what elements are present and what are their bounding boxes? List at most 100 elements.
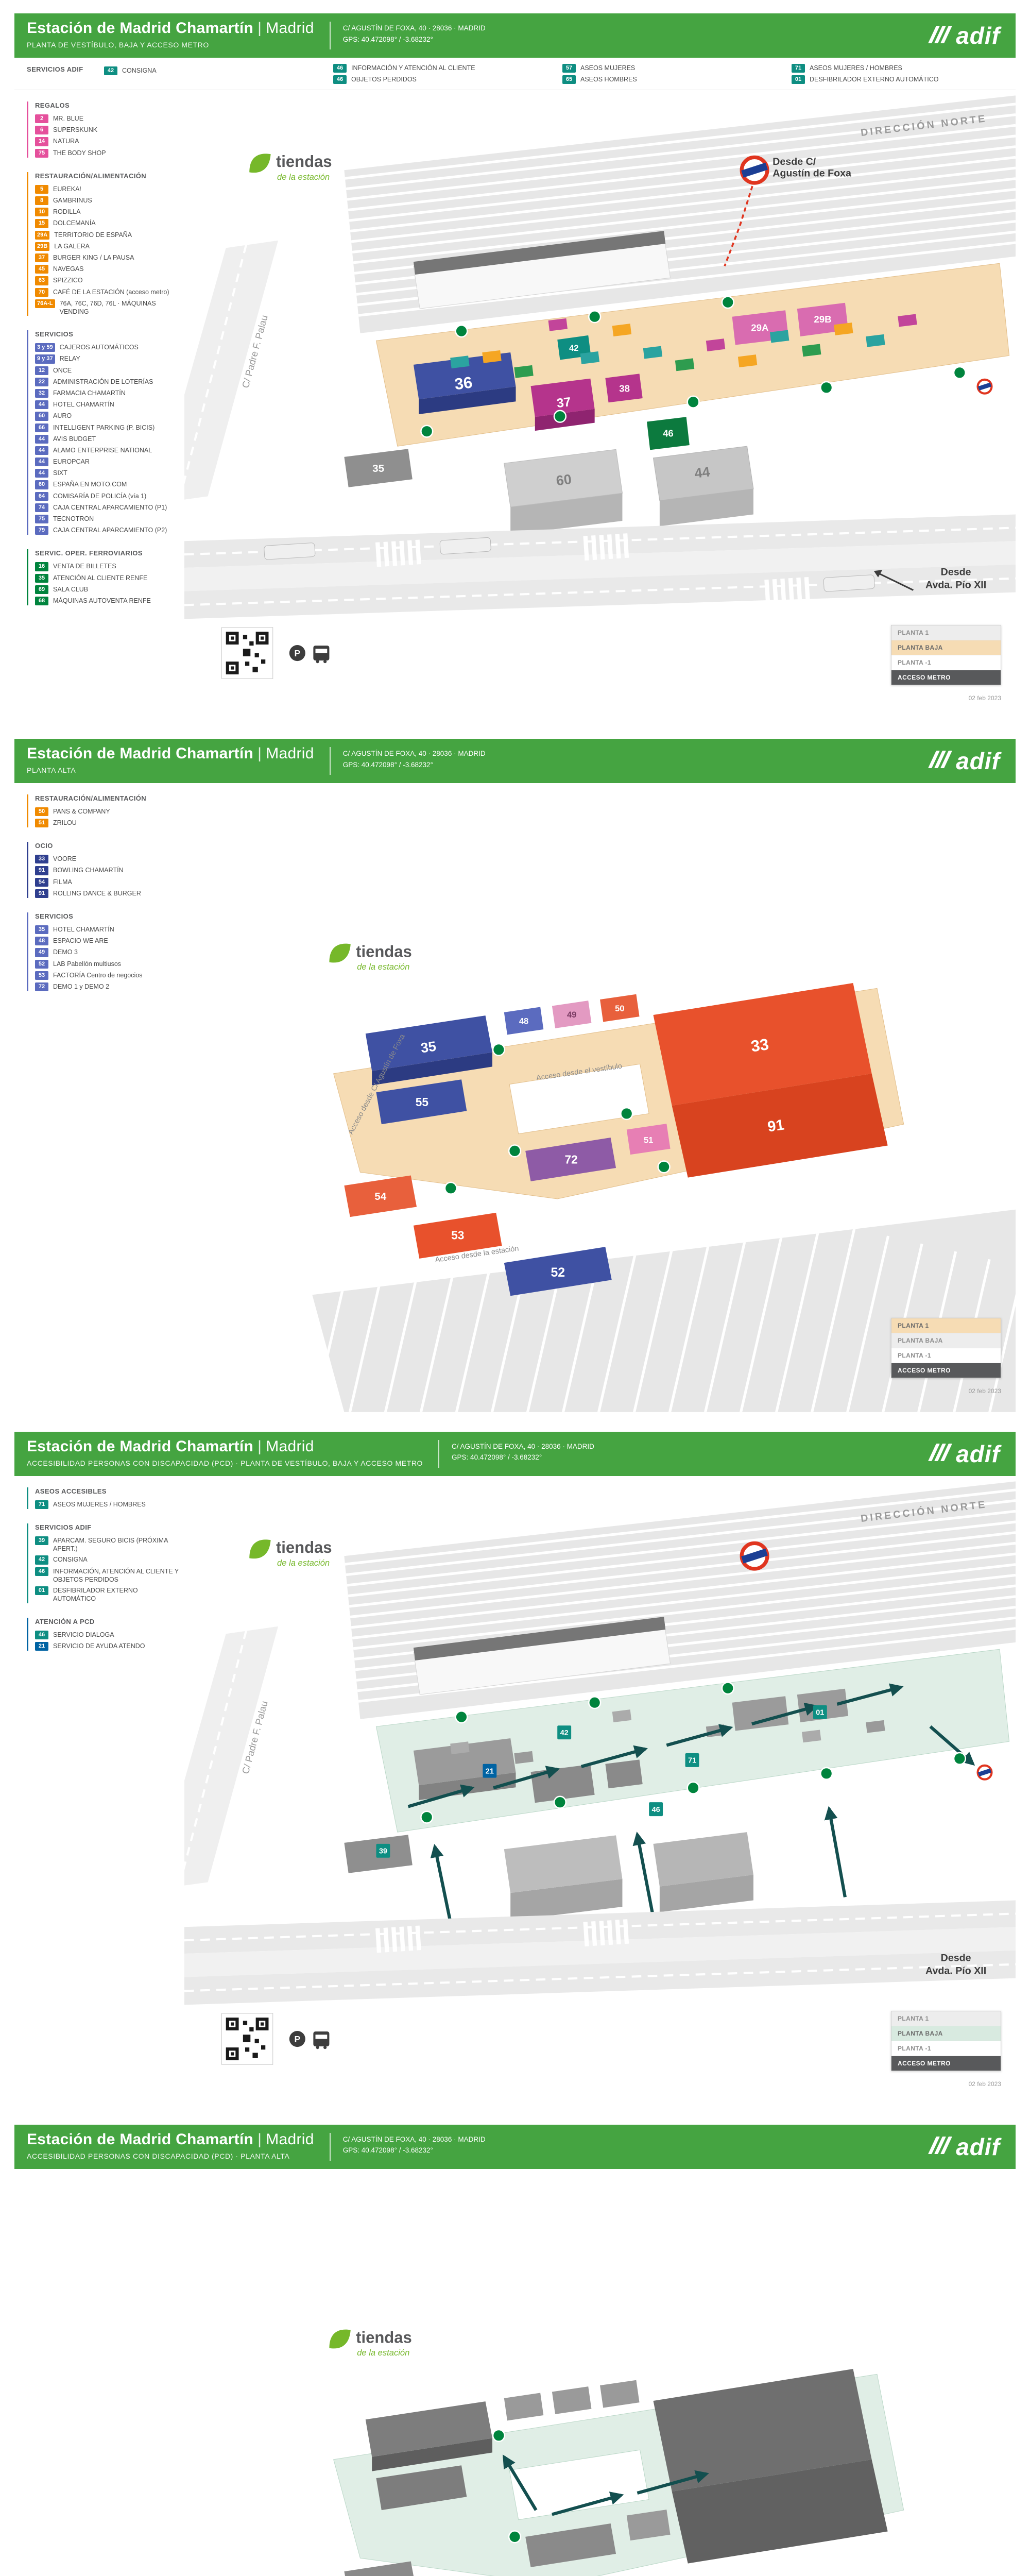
header-address: C/ AGUSTÍN DE FOXA, 40 · 28036 · MADRID … — [442, 1432, 606, 1476]
floor-row[interactable]: ACCESO METRO — [891, 2056, 1001, 2071]
svg-text:29A: 29A — [751, 323, 768, 333]
panel-header: Estación de Madrid Chamartín|Madrid ACCE… — [14, 2124, 1016, 2169]
page-subtitle: ACCESIBILIDAD PERSONAS CON DISCAPACIDAD … — [27, 1459, 423, 1467]
adif-logo: adif — [928, 739, 1016, 783]
legend-item: 46 INFORMACIÓN Y ATENCIÓN AL CLIENTE — [333, 64, 545, 73]
legend-item-label: FACTORÍA Centro de negocios — [53, 971, 143, 979]
floor-row[interactable]: PLANTA 1 — [891, 2011, 1001, 2026]
legend-item-number: 46 — [35, 1630, 48, 1639]
legend-item-label: DOLCEMANÍA — [53, 219, 96, 227]
parking-icon: P — [289, 2030, 305, 2047]
legend-item-label: DEMO 3 — [53, 948, 78, 956]
svg-text:71: 71 — [688, 1756, 696, 1765]
svg-text:55: 55 — [416, 1095, 429, 1109]
floor-row[interactable]: PLANTA BAJA — [891, 640, 1001, 655]
svg-text:35: 35 — [372, 463, 384, 474]
floor-row[interactable]: PLANTA BAJA — [891, 2026, 1001, 2041]
metro-logo — [740, 1541, 769, 1571]
legend-section-title: RESTAURACIÓN/ALIMENTACIÓN — [35, 794, 147, 802]
legend-item-number: 32 — [35, 388, 48, 398]
svg-text:60: 60 — [555, 471, 572, 488]
header-address: C/ AGUSTÍN DE FOXA, 40 · 28036 · MADRID … — [334, 13, 497, 58]
legend-item: 46 OBJETOS PERDIDOS — [333, 75, 545, 84]
floor-row[interactable]: PLANTA -1 — [891, 1348, 1001, 1363]
metro-logo-small — [976, 378, 993, 395]
svg-text:36: 36 — [454, 374, 474, 394]
map-block-48: 48 — [504, 1007, 544, 1035]
legend-item-number: 01 — [35, 1586, 48, 1596]
svg-text:42: 42 — [560, 1729, 569, 1737]
header-titles: Estación de Madrid Chamartín|Madrid PLAN… — [14, 739, 327, 783]
from-foxa-label-2: Agustín de Foxa — [772, 168, 852, 179]
tiendas-logo: tiendas de la estación — [249, 152, 332, 182]
legend-item-label: SIXT — [53, 469, 67, 477]
from-pio-label-2: Avda. Pío XII — [925, 579, 986, 590]
floor-row[interactable]: PLANTA -1 — [891, 2041, 1001, 2056]
floor-row[interactable]: ACCESO METRO — [891, 1363, 1001, 1378]
floor-row-label: ACCESO METRO — [898, 673, 951, 681]
floor-row[interactable]: PLANTA 1 — [891, 1318, 1001, 1333]
floor-row[interactable]: PLANTA BAJA — [891, 1333, 1001, 1348]
svg-text:01: 01 — [816, 1708, 824, 1717]
entrance-markers — [420, 1681, 967, 1824]
legend-item-number: 35 — [35, 925, 48, 935]
tiendas-logo: tiendas de la estación — [329, 942, 412, 972]
header-divider — [329, 22, 331, 49]
svg-text:50: 50 — [615, 1004, 624, 1013]
floor-row[interactable]: ACCESO METRO — [891, 670, 1001, 685]
gps-line: GPS: 40.472098° / -3.68232° — [342, 760, 433, 769]
floor-row-label: PLANTA 1 — [898, 2014, 929, 2022]
legend-item-number: 51 — [35, 819, 48, 828]
legend-item-number: 21 — [35, 1641, 48, 1651]
legend-item-label: HOTEL CHAMARTÍN — [53, 401, 114, 409]
map-block-37: 37 — [530, 378, 595, 431]
header-divider — [329, 2132, 331, 2161]
zebra-crossing — [583, 1919, 629, 1946]
legend-item-number: 14 — [35, 137, 48, 146]
legend-item-label: DEMO 1 y DEMO 2 — [53, 982, 110, 990]
header-address: C/ AGUSTÍN DE FOXA, 40 · 28036 · MADRID … — [334, 2125, 497, 2169]
legend-item-label: OBJETOS PERDIDOS — [351, 76, 417, 83]
legend-item: 42 CONSIGNA — [104, 66, 316, 76]
floor-row[interactable]: PLANTA 1 — [891, 625, 1001, 640]
from-pio-label: Desde — [941, 567, 971, 578]
page-subtitle: PLANTA DE VESTÍBULO, BAJA Y ACCESO METRO — [27, 41, 209, 49]
legend-item-number: 3 y 59 — [35, 343, 55, 352]
map-block-60: 60 — [504, 449, 623, 535]
svg-text:de la estación: de la estación — [277, 172, 330, 182]
floor-row[interactable]: PLANTA -1 — [891, 655, 1001, 670]
page-subtitle: ACCESIBILIDAD PERSONAS CON DISCAPACIDAD … — [27, 2151, 290, 2160]
legend-section-title: SERVIC. OPER. FERROVIARIOS — [35, 549, 143, 557]
legend-section-title: REGALOS — [35, 101, 70, 110]
map-area-planta-alta: 35 55 48 49 50 — [184, 783, 1016, 1412]
from-pio-arrowhead — [873, 570, 883, 578]
map-block-44: 44 — [653, 446, 754, 527]
entrance-markers — [420, 296, 967, 438]
legend-item-number: 76A-L — [35, 299, 55, 308]
from-pio-label-2: Avda. Pío XII — [925, 1965, 986, 1976]
legend-item-number: 91 — [35, 866, 48, 875]
floor-selector: PLANTA 1 PLANTA BAJA PLANTA -1 ACCESO ME… — [891, 2010, 1001, 2071]
map-block-46: 46 — [647, 417, 690, 450]
concourse-kiosks — [450, 314, 917, 378]
floor-selector: PLANTA 1 PLANTA BAJA PLANTA -1 ACCESO ME… — [891, 624, 1001, 685]
